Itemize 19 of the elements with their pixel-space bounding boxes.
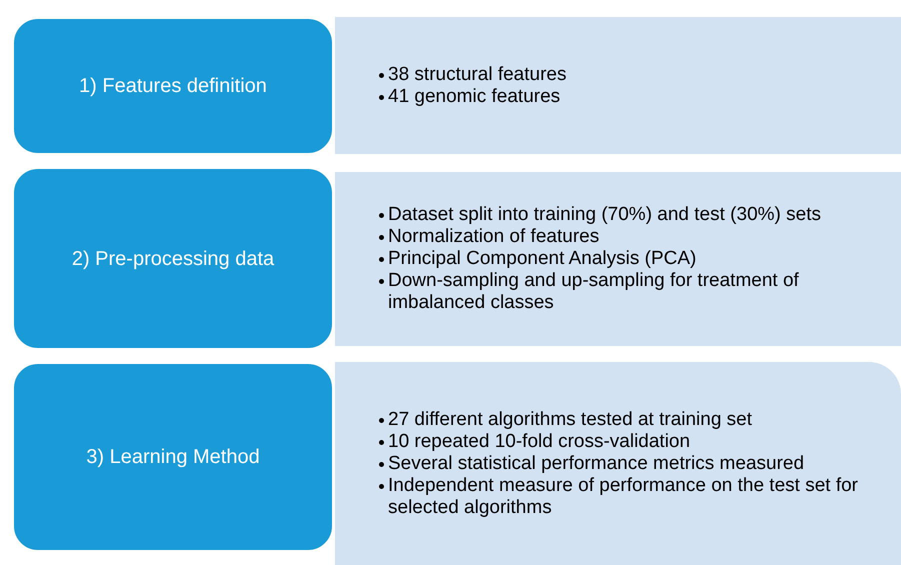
step-box bbox=[12, 17, 334, 155]
bullet-text: Normalization of features bbox=[388, 226, 600, 248]
bullet-text: Down-sampling and up-sampling for treatment of imbalanced classes bbox=[388, 270, 800, 314]
step-title: 2) Pre-processing data bbox=[72, 246, 274, 272]
bullet-text: 41 genomic features bbox=[388, 86, 560, 108]
bullet-text: 27 different algorithms tested at training set bbox=[388, 408, 752, 430]
step-box bbox=[12, 167, 334, 350]
bullet-text: 38 structural features bbox=[388, 64, 566, 86]
detail-panel bbox=[335, 362, 901, 565]
bullet-text: Independent measure of performance on the test set for selected algorithms bbox=[388, 474, 860, 518]
bullet-text: Principal Component Analysis (PCA) bbox=[388, 248, 696, 270]
bullet-text: Several statistical performance metrics measured bbox=[388, 452, 804, 474]
step-title: 3) Learning Method bbox=[86, 445, 260, 470]
step-title: 1) Features definition bbox=[79, 74, 267, 99]
detail-panel bbox=[335, 17, 901, 154]
step-box bbox=[12, 362, 334, 552]
bullet-text: 10 repeated 10-fold cross-validation bbox=[388, 430, 690, 452]
bullet-text: Dataset split into training (70%) and test (30%) sets bbox=[388, 204, 821, 226]
detail-panel bbox=[335, 172, 901, 346]
